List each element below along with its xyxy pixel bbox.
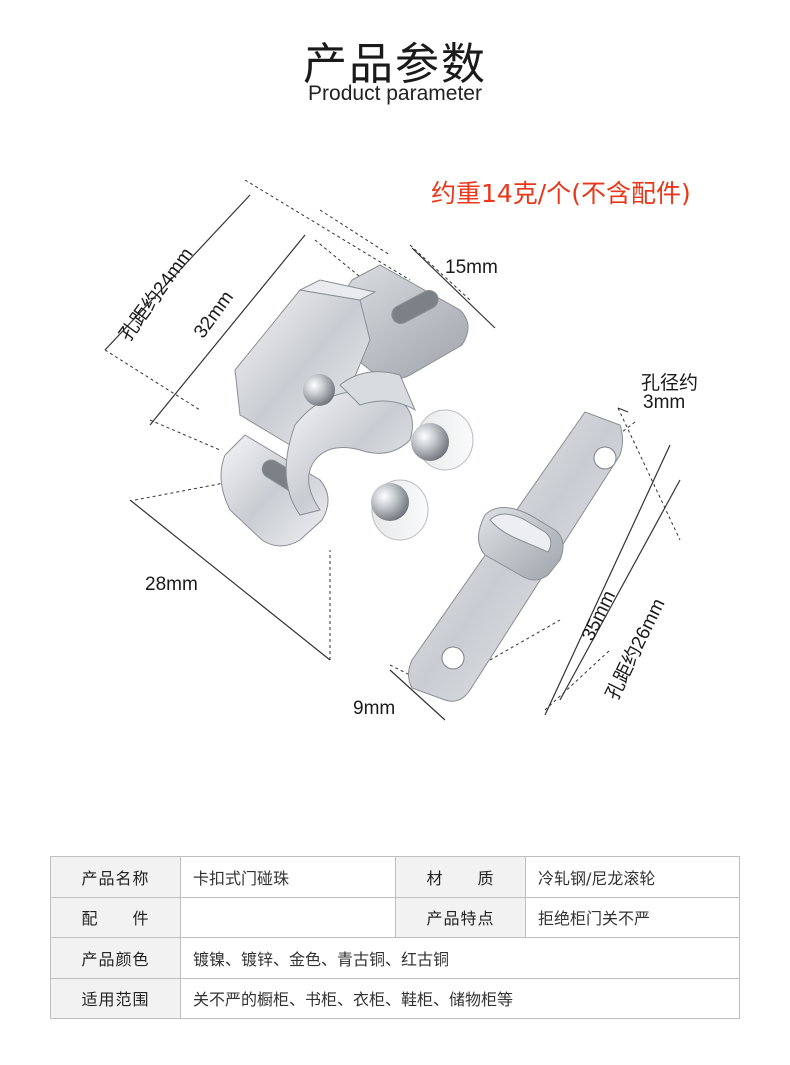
dim-width-15: 15mm: [445, 257, 498, 278]
strike-plate: [408, 411, 623, 702]
product-illustration: [104, 180, 681, 721]
table-header-cell: 产品特点: [395, 896, 526, 938]
table-header-cell: 产品名称: [50, 856, 181, 898]
table-value-cell: 冷轧钢/尼龙滚轮: [525, 856, 740, 898]
dim-hole-diameter-label: 孔径约: [641, 373, 699, 394]
parameter-table: 产品名称 卡扣式门碰珠 材 质 冷轧钢/尼龙滚轮 配 件 产品特点 拒绝柜门关不…: [50, 856, 740, 1019]
table-header-cell: 材 质: [395, 856, 526, 898]
dim-hole-diameter-value: 3mm: [643, 392, 686, 413]
table-header-cell: 适用范围: [50, 977, 181, 1019]
page-title: 产品参数: [303, 39, 487, 90]
table-header-cell: 产品颜色: [50, 937, 181, 979]
catch-body: [220, 264, 469, 547]
table-value-cell: [180, 896, 396, 938]
weight-note: 约重14克/个(不含配件): [431, 179, 691, 208]
dimension-lines: [104, 194, 681, 721]
table-header-cell: 配 件: [50, 896, 181, 938]
ball-studs: [303, 374, 449, 521]
dim-width-9: 9mm: [353, 698, 396, 719]
table-value-cell: 关不严的橱柜、书柜、衣柜、鞋柜、储物柜等: [180, 977, 740, 1019]
dim-width-28: 28mm: [145, 574, 198, 595]
table-value-cell: 镀镍、镀锌、金色、青古铜、红古铜: [180, 937, 740, 979]
table-value-cell: 卡扣式门碰珠: [180, 856, 396, 898]
table-row: 产品颜色 镀镍、镀锌、金色、青古铜、红古铜: [50, 937, 740, 979]
product-diagram: 孔距约24mm 32mm 15mm 28mm 孔径约 3mm 35mm 孔距约2…: [90, 180, 790, 740]
table-value-cell: 拒绝柜门关不严: [525, 896, 740, 938]
table-row: 配 件 产品特点 拒绝柜门关不严: [50, 896, 740, 938]
table-row: 产品名称 卡扣式门碰珠 材 质 冷轧钢/尼龙滚轮: [50, 856, 740, 898]
page-subtitle: Product parameter: [308, 82, 482, 105]
table-row: 适用范围 关不严的橱柜、书柜、衣柜、鞋柜、储物柜等: [50, 977, 740, 1019]
